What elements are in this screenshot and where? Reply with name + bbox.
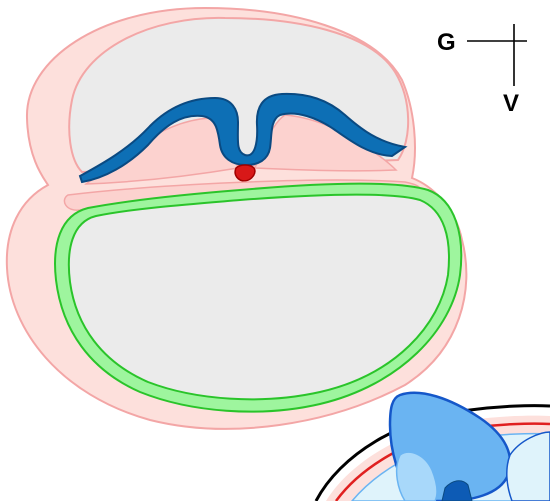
- dorsal-vessel: [234, 164, 256, 182]
- ventral-cavity: [67, 193, 450, 401]
- orientation-indicator: G V: [437, 24, 527, 117]
- inset-dark-blue-fragment: [441, 480, 473, 501]
- orientation-label-g: G: [437, 29, 456, 56]
- inset-right-blue-ring: [506, 431, 550, 501]
- orientation-label-v: V: [503, 90, 519, 117]
- inset-pale-lobe: [395, 451, 438, 501]
- inset-cross-section: [314, 391, 550, 501]
- neural-tube: [78, 92, 408, 184]
